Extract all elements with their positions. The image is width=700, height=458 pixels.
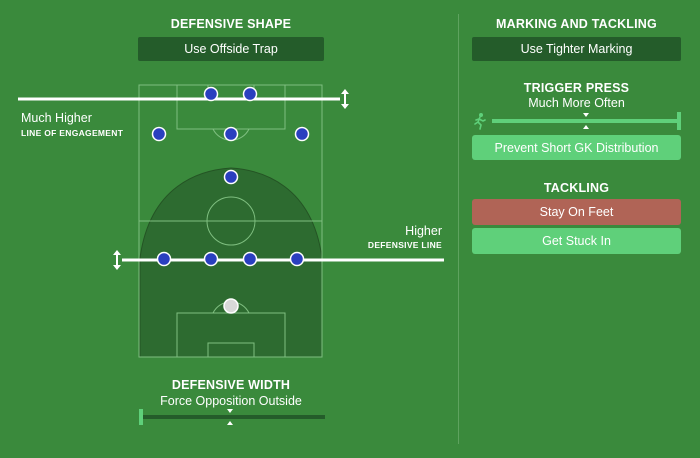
defensive-width-slider[interactable] [139, 409, 325, 425]
defensive-shape-heading: DEFENSIVE SHAPE [170, 17, 292, 31]
player-marker [294, 126, 310, 142]
stay-on-feet-button[interactable]: Stay On Feet [472, 199, 681, 225]
slider-marker-bottom [583, 125, 589, 129]
line-of-engagement-value: Much Higher [21, 111, 92, 125]
use-tighter-marking-button[interactable]: Use Tighter Marking [472, 37, 681, 61]
player-marker [289, 251, 305, 267]
player-marker [156, 251, 172, 267]
slider-marker-top [227, 409, 233, 413]
slider-fill [492, 119, 678, 123]
trigger-press-heading: TRIGGER PRESS [523, 81, 630, 95]
defensive-zone [139, 167, 323, 358]
goalkeeper-marker [223, 298, 239, 314]
slider-marker-bottom [227, 421, 233, 425]
tackling-heading: TACKLING [543, 181, 610, 195]
player-marker [223, 126, 239, 142]
top-penalty-area [176, 84, 286, 130]
defensive-width-heading: DEFENSIVE WIDTH [171, 378, 291, 392]
double-arrow-icon[interactable] [113, 250, 121, 270]
get-stuck-in-button[interactable]: Get Stuck In [472, 228, 681, 254]
pitch-diagram [18, 84, 444, 358]
slider-end-cap [677, 112, 681, 130]
player-markers [151, 86, 310, 314]
trigger-press-slider[interactable] [472, 111, 684, 131]
defensive-line-value: Higher [405, 224, 442, 238]
player-marker [203, 86, 219, 102]
double-arrow-icon[interactable] [341, 89, 349, 109]
use-offside-trap-button[interactable]: Use Offside Trap [138, 37, 324, 61]
line-of-engagement-label: LINE OF ENGAGEMENT [21, 128, 124, 138]
slider-track [143, 415, 325, 419]
player-marker [223, 169, 239, 185]
column-divider [458, 14, 459, 444]
prevent-short-gk-distribution-button[interactable]: Prevent Short GK Distribution [472, 135, 681, 160]
player-marker [203, 251, 219, 267]
centre-circle [206, 196, 256, 246]
defensive-width-value: Force Opposition Outside [160, 394, 302, 408]
bottom-six-yard-box [207, 342, 255, 358]
runner-icon [474, 113, 486, 130]
player-marker [242, 251, 258, 267]
slider-marker-top [583, 113, 589, 117]
trigger-press-value: Much More Often [528, 96, 625, 110]
player-marker [242, 86, 258, 102]
marking-tackling-heading: MARKING AND TACKLING [496, 17, 657, 31]
slider-end-cap [139, 409, 143, 425]
player-marker [151, 126, 167, 142]
defensive-line-label: DEFENSIVE LINE [367, 240, 442, 250]
